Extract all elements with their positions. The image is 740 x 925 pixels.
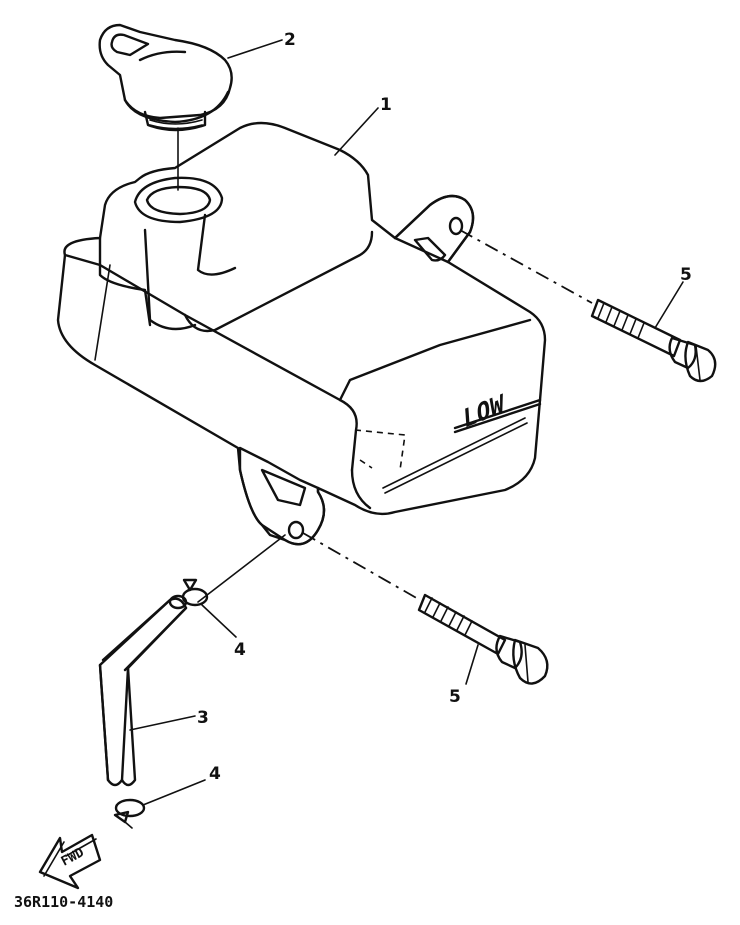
callout-2: 2 <box>284 30 296 50</box>
lower-bolt-centerline <box>302 532 421 601</box>
callout-5-lower: 5 <box>449 687 461 707</box>
callout-4-lower: 4 <box>209 764 221 784</box>
callout-5-upper: 5 <box>680 265 692 285</box>
callout-3: 3 <box>197 708 209 728</box>
reservoir-cap <box>98 23 233 132</box>
overflow-hose <box>98 594 188 787</box>
upper-bolt <box>590 298 717 383</box>
fwd-label: FWD <box>59 845 87 869</box>
lower-hose-clip <box>113 798 146 829</box>
upper-hose-clip <box>181 578 209 607</box>
callout-1: 1 <box>380 95 392 115</box>
forward-direction-arrow: FWD <box>38 833 102 890</box>
reservoir-tank: LOW <box>56 121 547 546</box>
upper-bolt-centerline <box>459 229 593 304</box>
callout-4-upper: 4 <box>234 640 246 660</box>
low-level-marking: LOW <box>462 388 504 434</box>
drawing-code: 36R110-4140 <box>14 893 113 911</box>
lower-bolt <box>417 593 549 685</box>
callout-leaders <box>129 39 684 806</box>
